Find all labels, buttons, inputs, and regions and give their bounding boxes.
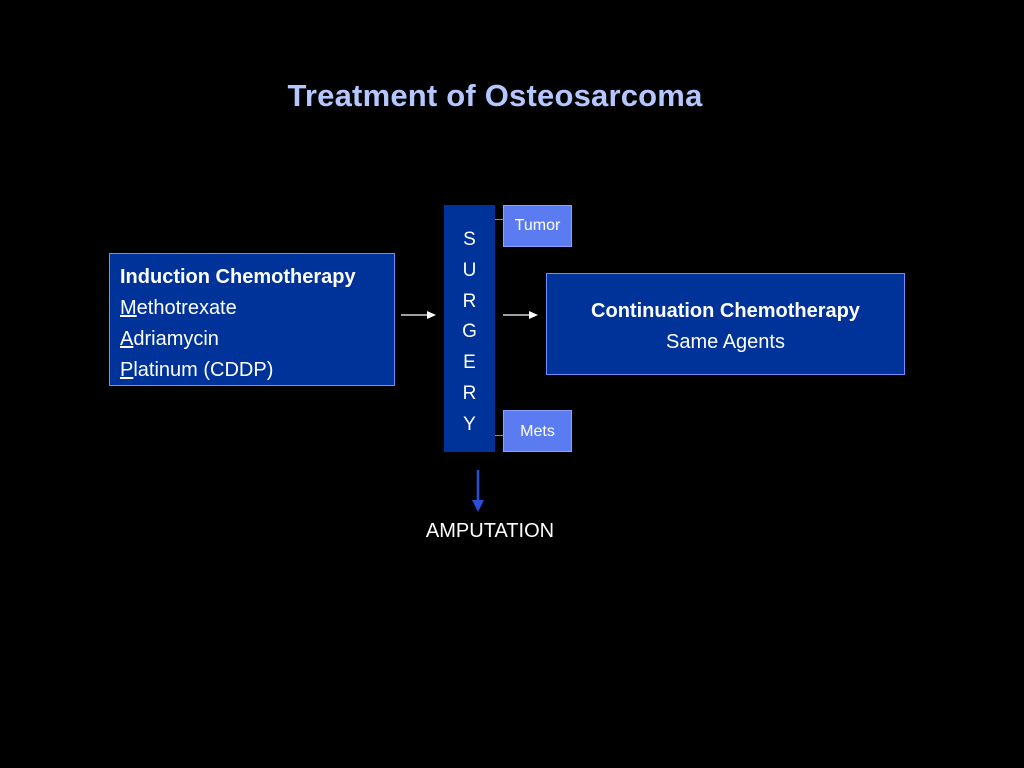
drug-adriamycin: Adriamycin — [120, 324, 394, 355]
induction-chemotherapy-box: Induction Chemotherapy Methotrexate Adri… — [109, 253, 395, 386]
surgery-letter: R — [462, 382, 477, 404]
surgery-letter: R — [462, 290, 477, 312]
mets-connector — [495, 435, 503, 436]
drug-initial: A — [120, 328, 134, 350]
drug-platinum: Platinum (CDDP) — [120, 355, 394, 386]
surgery-letter: G — [462, 321, 477, 343]
slide-title: Treatment of Osteosarcoma — [287, 78, 703, 113]
continuation-subtitle: Same Agents — [666, 331, 785, 353]
surgery-letter: S — [463, 229, 476, 250]
surgery-letter: E — [463, 352, 476, 374]
surgery-box: S U R G E R Y — [444, 205, 495, 452]
surgery-letter: Y — [463, 413, 476, 435]
tumor-connector — [495, 219, 503, 220]
induction-heading: Induction Chemotherapy — [120, 266, 356, 288]
arrow-surgery-to-amputation — [472, 470, 484, 512]
arrow-induction-to-surgery — [401, 311, 436, 319]
drug-name-rest: latinum (CDDP) — [133, 359, 274, 381]
mets-box: Mets — [503, 410, 572, 452]
tumor-box: Tumor — [503, 205, 572, 247]
drug-name-rest: ethotrexate — [136, 297, 237, 319]
drug-initial: P — [120, 359, 134, 381]
continuation-heading: Continuation Chemotherapy — [591, 300, 860, 322]
drug-name-rest: driamycin — [133, 328, 219, 350]
amputation-label: AMPUTATION — [425, 520, 555, 542]
surgery-letter: U — [462, 259, 477, 281]
drug-methotrexate: Methotrexate — [120, 293, 394, 324]
arrow-surgery-to-continuation — [503, 311, 538, 319]
continuation-chemotherapy-box: Continuation Chemotherapy Same Agents — [546, 273, 905, 375]
drug-initial: M — [120, 297, 137, 319]
